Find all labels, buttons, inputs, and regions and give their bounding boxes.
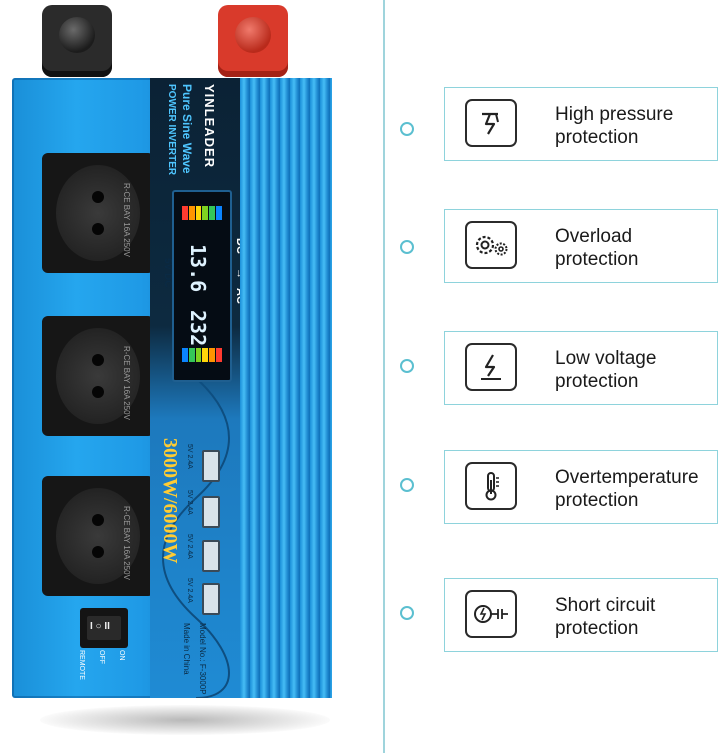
high-voltage-icon: [465, 99, 517, 147]
inverter-illustration: R-CE BAY 16A 250V R-CE BAY 16A 250V R-CE…: [0, 0, 340, 753]
feature-label: High pressure protection: [555, 104, 674, 148]
socket-text: R-CE BAY 16A 250V: [122, 346, 131, 420]
switch-on-label: ON: [118, 650, 125, 661]
power-switch: I ○ II: [80, 608, 128, 648]
heat-sink-fins: [240, 78, 332, 698]
usb-label: 5V 2.4A: [186, 490, 193, 515]
lcd-ac-voltage: 232: [186, 310, 210, 347]
feature-card-overtemperature: Overtemperature protection: [444, 450, 718, 524]
negative-terminal: [42, 5, 112, 77]
feature-card-short-circuit: Short circuit protection: [444, 578, 718, 652]
five-v-dc-label: 5V DC: [162, 258, 173, 288]
feature-label: Low voltage protection: [555, 348, 657, 392]
usb-label: 5V 2.4A: [186, 578, 193, 603]
short-circuit-icon: [465, 590, 517, 638]
switch-mark: I ○ II: [90, 621, 110, 632]
timeline-line: [383, 0, 385, 753]
thermometer-icon: [465, 462, 517, 510]
timeline-dot: [400, 122, 414, 136]
product-shadow: [40, 705, 330, 735]
usb-port: [202, 583, 220, 615]
low-voltage-icon: [465, 343, 517, 391]
switch-off-label: OFF: [98, 650, 105, 664]
switch-remote-label: REMOTE: [78, 650, 85, 680]
feature-label: Short circuit protection: [555, 595, 656, 639]
sine-wave-decoration: [162, 378, 230, 698]
control-panel: YINLEADER Pure Sine Wave POWER INVERTER …: [150, 78, 246, 698]
model-number: Model No.: F-3000P: [198, 623, 207, 695]
lcd-level-bars: [182, 348, 222, 362]
feature-card-low-voltage: Low voltage protection: [444, 331, 718, 405]
lcd-level-bars: [182, 206, 222, 220]
made-in-label: Made in China: [182, 623, 191, 675]
timeline-dot: [400, 606, 414, 620]
feature-card-overload: Overload protection: [444, 209, 718, 283]
ac-socket: R-CE BAY 16A 250V: [42, 153, 154, 273]
lcd-display: 13.6 232: [172, 190, 232, 382]
timeline-dot: [400, 478, 414, 492]
lcd-dc-voltage: 13.6: [186, 244, 210, 293]
brand-name: YINLEADER: [202, 84, 217, 169]
socket-text: R-CE BAY 16A 250V: [122, 506, 131, 580]
ac-socket: R-CE BAY 16A 250V: [42, 476, 154, 596]
timeline-dot: [400, 359, 414, 373]
tagline-power-inverter: POWER INVERTER: [166, 84, 177, 176]
timeline-dot: [400, 240, 414, 254]
gears-icon: [465, 221, 517, 269]
usb-label: 5V 2.4A: [186, 534, 193, 559]
positive-terminal: [218, 5, 288, 77]
ac-socket: R-CE BAY 16A 250V: [42, 316, 154, 436]
feature-card-high-pressure: High pressure protection: [444, 87, 718, 161]
feature-label: Overload protection: [555, 226, 639, 270]
usb-label: 5V 2.4A: [186, 444, 193, 469]
usb-port: [202, 496, 220, 528]
usb-port: [202, 540, 220, 572]
power-rating: 3000W/6000W: [159, 438, 181, 564]
feature-label: Overtemperature protection: [555, 467, 699, 511]
socket-text: R-CE BAY 16A 250V: [122, 183, 131, 257]
tagline-pure-sine: Pure Sine Wave: [180, 84, 194, 174]
usb-port: [202, 450, 220, 482]
inverter-body: R-CE BAY 16A 250V R-CE BAY 16A 250V R-CE…: [12, 78, 332, 698]
